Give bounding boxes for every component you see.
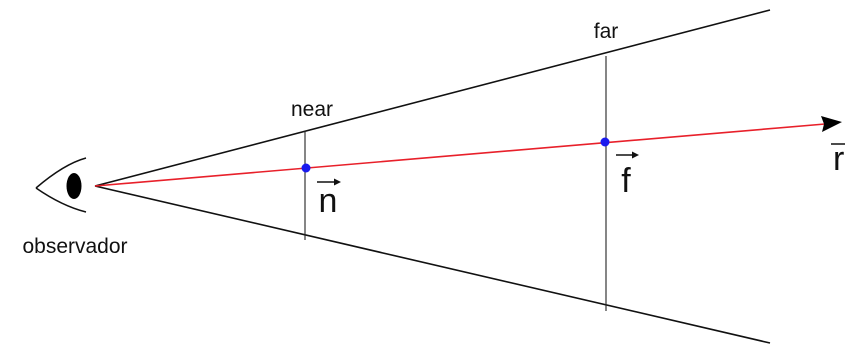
- eye-icon: [35, 157, 87, 213]
- vector-r-letter: r: [833, 140, 844, 178]
- vector-r-label: r: [831, 140, 845, 178]
- ray-line: [94, 123, 826, 187]
- far-intersection-point: [600, 137, 610, 147]
- vector-f-letter: f: [621, 162, 631, 200]
- frustum-top-edge: [94, 9, 771, 187]
- vector-n-label: n: [317, 178, 341, 220]
- far-label: far: [594, 20, 619, 43]
- near-intersection-point: [301, 163, 311, 173]
- near-label: near: [291, 98, 333, 121]
- observer-label: observador: [22, 235, 127, 258]
- arrowhead-icon: [821, 116, 842, 132]
- frustum-bottom-edge: [94, 185, 771, 344]
- vector-n-letter: n: [319, 182, 338, 220]
- vector-f-label: f: [616, 151, 639, 200]
